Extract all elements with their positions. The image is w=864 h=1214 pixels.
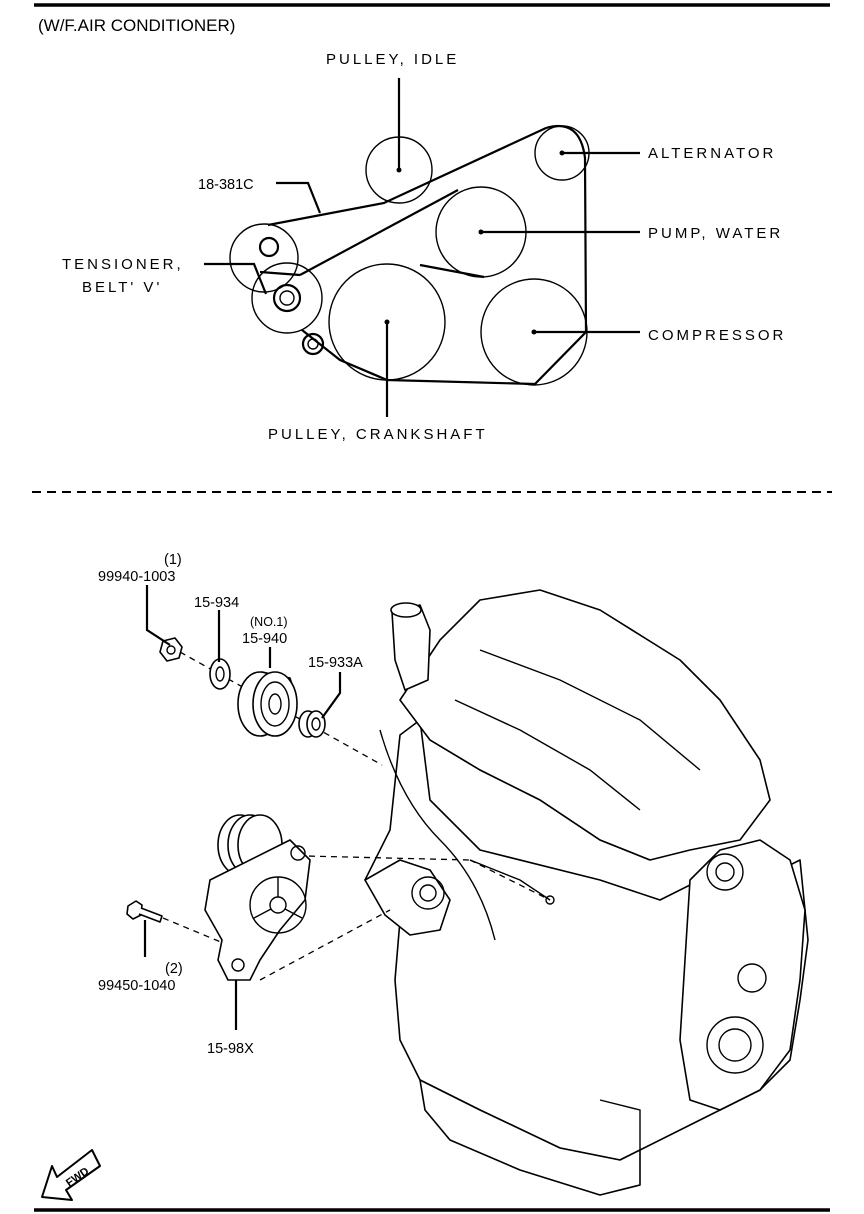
bolt-99450-1040 bbox=[126, 900, 163, 923]
pulley-15-940 bbox=[237, 671, 298, 737]
exploded-view: (1) 99940-1003 15-934 (NO.1) 15-940 15-9… bbox=[41, 552, 809, 1201]
tensioner-stop bbox=[301, 332, 325, 356]
v-belt bbox=[267, 124, 588, 386]
label-pulley-part: 15-940 bbox=[242, 631, 287, 647]
tensioner-pulley-hub bbox=[272, 283, 302, 313]
engine-block bbox=[364, 589, 809, 1196]
spacer-15-933A bbox=[298, 710, 326, 738]
label-washer-part: 15-934 bbox=[194, 595, 239, 611]
label-bolt-qty: (2) bbox=[165, 961, 183, 977]
nut-99940-1003 bbox=[159, 637, 183, 662]
label-alternator: ALTERNATOR bbox=[648, 145, 776, 162]
label-tensioner-part: 15-98X bbox=[207, 1041, 254, 1057]
label-nut-part: 99940-1003 bbox=[98, 569, 175, 585]
label-pulley-note: (NO.1) bbox=[250, 615, 288, 629]
label-belt-part: 18-381C bbox=[198, 177, 254, 193]
belt-routing-diagram: PULLEY, IDLE ALTERNATOR PUMP, WATER COMP… bbox=[62, 51, 786, 443]
washer-15-934 bbox=[209, 658, 231, 690]
label-tensioner-line1: TENSIONER, bbox=[62, 256, 184, 273]
label-pump-water: PUMP, WATER bbox=[648, 225, 783, 242]
label-pulley-idle: PULLEY, IDLE bbox=[326, 51, 459, 68]
label-tensioner-line2: BELT' V' bbox=[82, 279, 162, 296]
tensioner-arm-circle bbox=[229, 223, 299, 293]
fwd-arrow-icon: FWD bbox=[41, 1149, 101, 1201]
tensioner-assembly-15-98X bbox=[204, 814, 311, 981]
tensioner-pivot bbox=[258, 236, 280, 258]
label-pulley-crankshaft: PULLEY, CRANKSHAFT bbox=[268, 426, 488, 443]
label-spacer-part: 15-933A bbox=[308, 655, 363, 671]
label-bolt-part: 99450-1040 bbox=[98, 978, 175, 994]
diagram-title: (W/F.AIR CONDITIONER) bbox=[38, 16, 235, 35]
label-compressor: COMPRESSOR bbox=[648, 327, 786, 344]
label-nut-qty: (1) bbox=[164, 552, 182, 568]
tensioner-pulley bbox=[251, 262, 323, 334]
